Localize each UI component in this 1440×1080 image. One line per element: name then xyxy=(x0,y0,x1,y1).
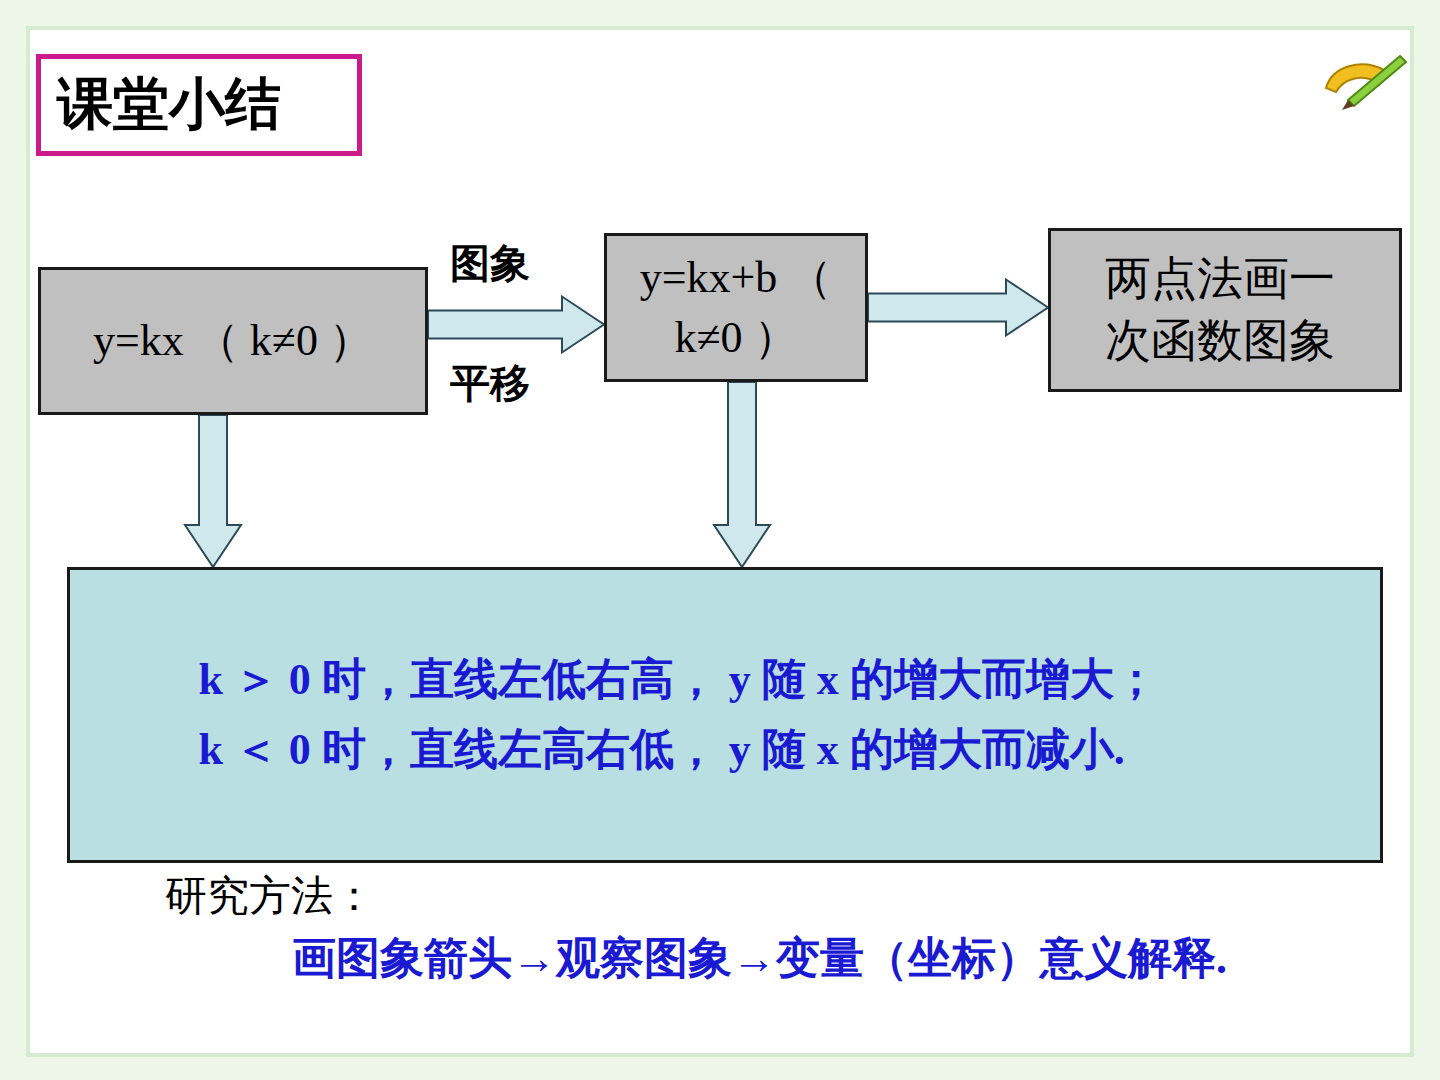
slide-frame xyxy=(28,28,1412,1055)
edge-label: 平移 xyxy=(450,356,530,412)
title-box: 课堂小结 xyxy=(36,54,362,156)
method-box: 两点法画一次函数图象 xyxy=(1048,228,1402,392)
slide-title: 课堂小结 xyxy=(57,67,281,143)
function-box: y=kx+b （ k≠0 ） xyxy=(604,233,868,382)
conclusion-box: k ＞ 0 时，直线左低右高， y 随 x 的增大而增大；k ＜ 0 时，直线左… xyxy=(67,567,1383,863)
block-arrow xyxy=(428,297,604,353)
block-arrow xyxy=(185,415,241,567)
pencil-icon xyxy=(1326,56,1406,110)
block-arrow xyxy=(868,280,1048,336)
pencil-body xyxy=(1348,56,1406,106)
node-text: y=kx （ k≠0 ） xyxy=(93,311,373,370)
edge-label: 图象 xyxy=(450,236,530,292)
node-text: y=kx+b （ k≠0 ） xyxy=(619,248,853,367)
node-text: 两点法画一次函数图象 xyxy=(1105,248,1344,372)
method-note: 画图象箭头→观察图象→变量（坐标）意义解释. xyxy=(52,928,1408,990)
node-text: k ＞ 0 时，直线左低右高， y 随 x 的增大而增大； xyxy=(84,647,1366,713)
node-text: k ＜ 0 时，直线左高右低， y 随 x 的增大而减小. xyxy=(84,717,1366,783)
pencil-tip xyxy=(1342,100,1354,110)
section-heading: 研究方法： xyxy=(165,867,375,926)
block-arrow xyxy=(714,382,770,567)
function-box: y=kx （ k≠0 ） xyxy=(38,267,428,415)
